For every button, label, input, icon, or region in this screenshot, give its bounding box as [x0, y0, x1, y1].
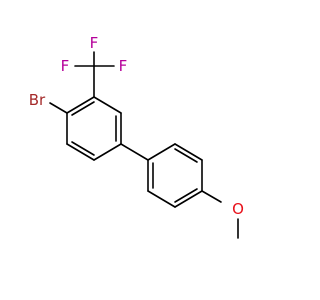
bond-c6-c1 — [66, 96, 95, 114]
bond-d4-o — [201, 190, 222, 203]
bond-d3-d4-inner — [174, 188, 198, 203]
oxygen-atom-label: O — [232, 200, 244, 218]
molecule-structure-diagram: Br F F F O — [29, 34, 244, 239]
ring-b — [147, 143, 203, 208]
ring-a — [66, 96, 122, 161]
bond-c5-c6 — [93, 96, 122, 114]
bond-d2-d3 — [147, 190, 176, 208]
bond-d6-d1 — [147, 143, 176, 161]
bond-c2-c3 — [66, 143, 95, 161]
bond-biaryl — [120, 143, 149, 161]
fluorine-left-label: F — [61, 57, 70, 75]
bond-c6-c1-inner — [71, 101, 95, 116]
bromine-atom-label: Br — [29, 91, 46, 109]
bond-d5-d6-inner — [174, 148, 198, 163]
bond-d5-d6 — [174, 143, 203, 161]
fluorine-top-label: F — [90, 34, 99, 52]
bond-d3-d4 — [174, 190, 203, 208]
bond-c1-br — [49, 102, 68, 114]
bond-c3-c4 — [93, 143, 122, 161]
bond-c2-c3-inner — [71, 141, 95, 156]
fluorine-right-label: F — [119, 57, 128, 75]
